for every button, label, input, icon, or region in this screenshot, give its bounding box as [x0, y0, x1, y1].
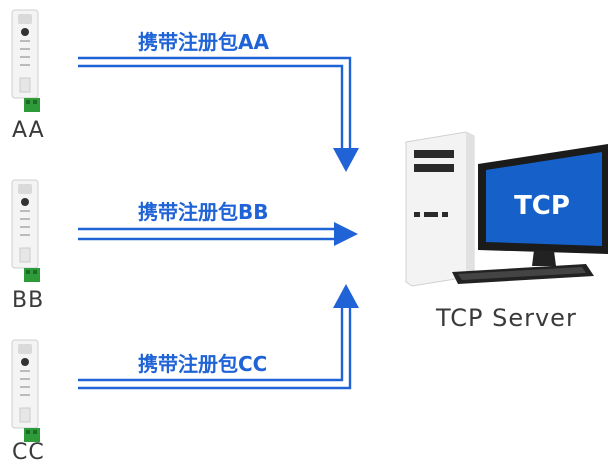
monitor-screen-text: TCP: [514, 191, 570, 221]
arrow-aa: [78, 56, 352, 150]
monitor-screen: [486, 152, 602, 246]
packet-label-aa: 携带注册包AA: [138, 30, 269, 54]
server-computer-icon: TCP: [405, 131, 608, 287]
device-aa-icon: [11, 9, 40, 112]
arrowhead-aa: [333, 148, 359, 172]
packet-label-bb: 携带注册包BB: [138, 200, 269, 224]
device-bb-icon: [11, 179, 40, 282]
device-cc-label: CC: [12, 440, 45, 465]
server-label: TCP Server: [436, 304, 577, 332]
device-bb-label: BB: [12, 288, 45, 313]
arrowhead-cc: [333, 284, 359, 308]
packet-label-cc: 携带注册包CC: [138, 352, 268, 376]
arrowhead-bb: [334, 222, 358, 246]
arrow-cc: [78, 306, 352, 390]
device-cc-icon: [11, 339, 40, 442]
device-aa-label: AA: [12, 118, 45, 143]
